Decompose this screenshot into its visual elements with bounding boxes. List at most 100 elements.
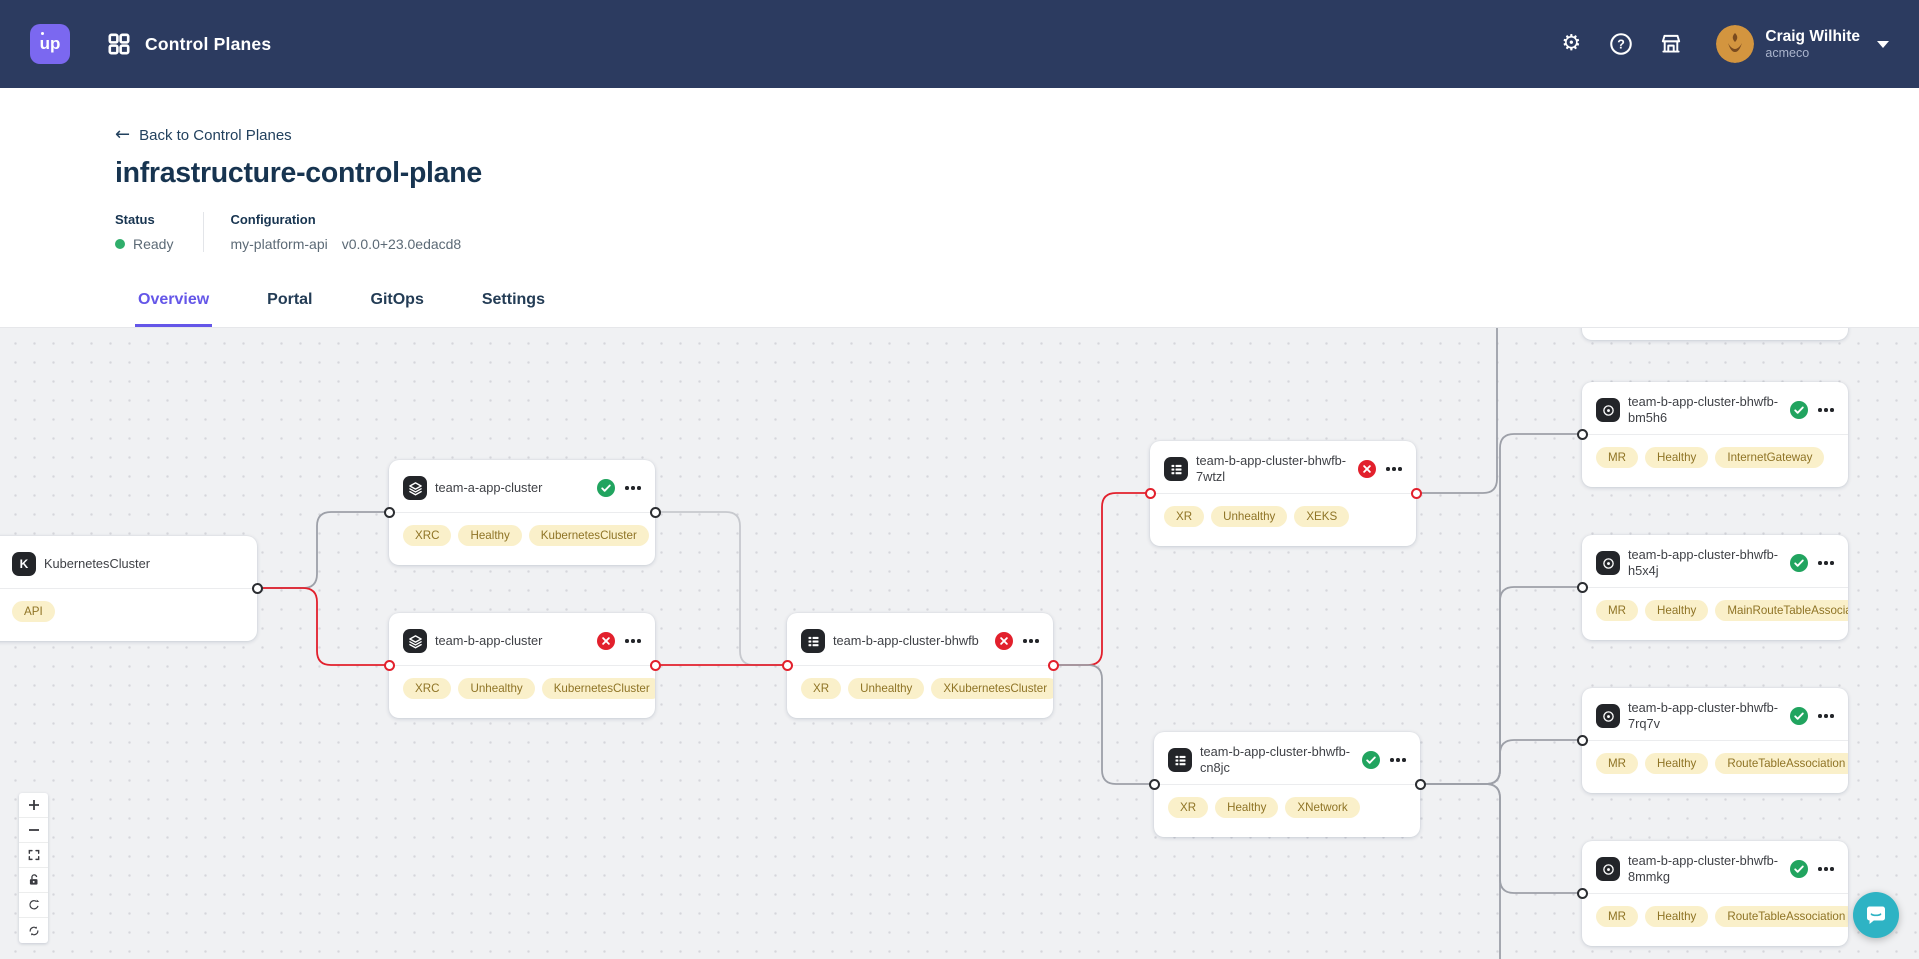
healthy-status-icon [597, 479, 616, 497]
back-arrow-icon: ← [115, 124, 131, 145]
configuration-name[interactable]: my-platform-api [230, 236, 328, 252]
canvas-controls [19, 793, 48, 943]
status-label: Status [115, 212, 155, 227]
badge: KubernetesCluster [528, 525, 649, 546]
node-menu-button[interactable] [1816, 404, 1836, 416]
page-title: infrastructure-control-plane [115, 157, 482, 189]
node-menu-button[interactable] [623, 635, 643, 647]
help-icon[interactable]: ? [1608, 31, 1634, 57]
configuration-version: v0.0.0+23.0edacd8 [341, 236, 462, 252]
badge: XRC [403, 678, 452, 699]
error-status-icon [597, 632, 616, 650]
layers-icon [403, 476, 427, 500]
node-menu-button[interactable] [1021, 635, 1041, 647]
badge: MR [1596, 600, 1639, 621]
node-menu-button[interactable] [1384, 463, 1404, 475]
graph-edge [1420, 783, 1501, 959]
healthy-status-icon [1790, 401, 1809, 419]
node-menu-button[interactable] [1816, 710, 1836, 722]
refresh-button[interactable] [19, 918, 48, 943]
zoom-in-button[interactable] [19, 793, 48, 818]
composite-icon [1164, 457, 1188, 481]
graph-edge [1420, 433, 1582, 785]
logo-dot [41, 32, 44, 35]
graph-edge [1420, 739, 1582, 785]
badge: Unhealthy [1211, 506, 1288, 527]
graph-edge [257, 511, 389, 589]
settings-gear-icon[interactable]: ⚙ [1561, 31, 1582, 56]
badge: XEKS [1294, 506, 1350, 527]
badge: XRC [403, 525, 452, 546]
lock-button[interactable] [19, 868, 48, 893]
left-connection-handle [1576, 734, 1588, 746]
graph-edge [1053, 492, 1150, 666]
badge: Unhealthy [848, 678, 925, 699]
back-to-control-planes-link[interactable]: ← Back to Control Planes [115, 126, 292, 144]
tab-portal[interactable]: Portal [267, 291, 313, 308]
left-connection-handle [1576, 428, 1588, 440]
right-connection-handle [1047, 659, 1059, 671]
node-label: team-b-app-cluster-bhwfb-bm5h6 [1628, 394, 1779, 425]
user-name: Craig Wilhite [1765, 27, 1860, 45]
badge: KubernetesCluster [541, 678, 655, 699]
badge: RouteTableAssociation [1715, 906, 1848, 927]
tab-overview[interactable]: Overview [135, 291, 213, 327]
user-menu[interactable]: Craig Wilhite acmeco [1716, 25, 1889, 63]
layers-icon [403, 629, 427, 653]
upbound-logo[interactable]: up [30, 24, 70, 64]
zoom-out-button[interactable] [19, 818, 48, 843]
badge: Healthy [1215, 797, 1279, 818]
badge: Healthy [1645, 753, 1709, 774]
rotate-button[interactable] [19, 893, 48, 918]
graph-edge [1416, 328, 1498, 494]
badge: XNetwork [1285, 797, 1360, 818]
apps-grid-icon[interactable] [106, 31, 132, 57]
badge: Healthy [458, 525, 522, 546]
error-status-icon [1358, 460, 1377, 478]
badge: MR [1596, 906, 1639, 927]
avatar [1716, 25, 1755, 63]
status-block: Status Ready [115, 212, 173, 252]
left-connection-handle [781, 659, 793, 671]
node-menu-button[interactable] [1816, 557, 1836, 569]
status-value: Ready [133, 236, 174, 252]
chat-launcher-button[interactable] [1853, 892, 1899, 938]
badge: Unhealthy [458, 678, 535, 699]
tab-settings[interactable]: Settings [481, 291, 545, 308]
right-connection-handle [1414, 778, 1426, 790]
graph-edge [1420, 586, 1582, 785]
healthy-status-icon [1790, 860, 1809, 878]
chevron-down-icon [1877, 40, 1889, 48]
right-connection-handle [251, 582, 263, 594]
badge: MR [1596, 753, 1639, 774]
app-title: Control Planes [145, 33, 272, 54]
badge: MR [1596, 447, 1639, 468]
node-menu-button[interactable] [1816, 863, 1836, 875]
node-menu-button[interactable] [1388, 754, 1408, 766]
chat-bubble-icon [1867, 906, 1885, 924]
badge: InternetGateway [1715, 447, 1825, 468]
graph-edge [257, 587, 389, 666]
tab-gitops[interactable]: GitOps [370, 291, 424, 308]
user-org: acmeco [1765, 45, 1810, 60]
left-connection-handle [1576, 887, 1588, 899]
marketplace-icon[interactable] [1658, 31, 1684, 57]
node-card-partial[interactable] [1582, 328, 1848, 340]
managed-icon [1596, 704, 1620, 728]
node-label: team-b-app-cluster-bhwfb-7rq7v [1628, 700, 1779, 731]
badge: API [12, 601, 55, 622]
badge: RouteTableAssociation [1715, 753, 1848, 774]
fit-view-button[interactable] [19, 843, 48, 868]
node-menu-button[interactable] [623, 482, 643, 494]
